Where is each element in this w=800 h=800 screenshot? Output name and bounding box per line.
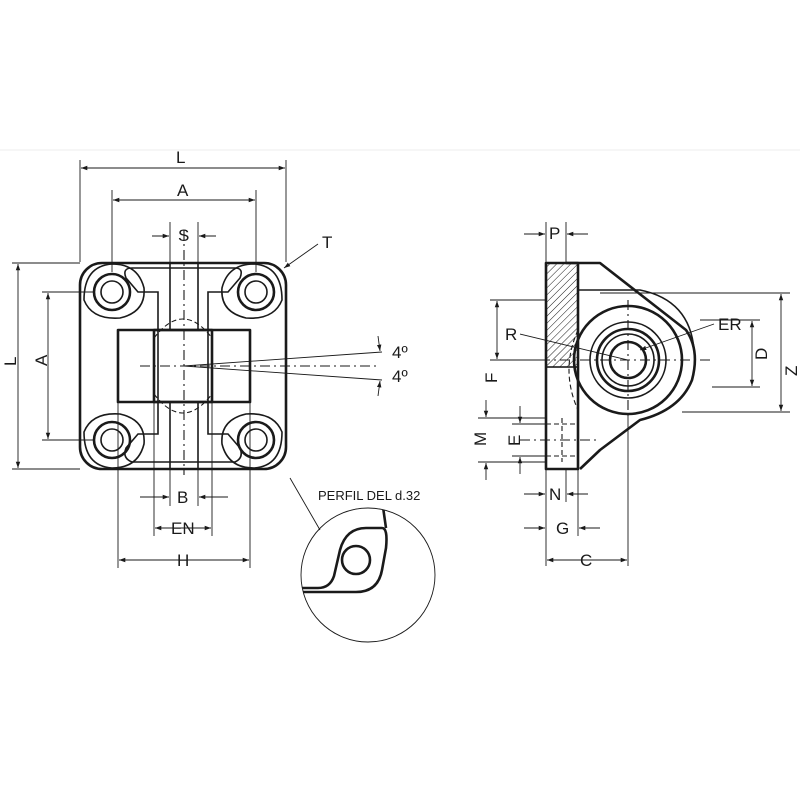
label-N: N: [549, 485, 561, 504]
boss-bottom-right: [221, 413, 283, 469]
leader-ER: [639, 323, 715, 351]
boss-top-left: [83, 263, 145, 319]
detail-leader: [289, 477, 321, 531]
hole-top-left-inner: [100, 280, 124, 304]
hole-top-left: [92, 272, 132, 312]
leader-R: [519, 333, 629, 361]
boss-bottom-left: [83, 413, 145, 469]
label-P: P: [549, 224, 560, 243]
hole-bottom-right: [236, 420, 276, 460]
label-T: T: [322, 233, 332, 252]
label-D: D: [752, 348, 771, 360]
detail-circle: [300, 507, 436, 643]
label-G: G: [556, 519, 569, 538]
label-A-side: A: [32, 354, 51, 366]
hole-bottom-left-inner: [100, 428, 124, 452]
hole-bottom-left: [92, 420, 132, 460]
front-dimensions: [12, 160, 382, 568]
label-B: B: [177, 488, 188, 507]
angle-line-lower: [183, 365, 383, 381]
label-F: F: [482, 373, 501, 383]
dim-T-leader: [283, 243, 319, 269]
label-S: S: [178, 226, 189, 245]
spherical-bearing-hidden: [153, 318, 213, 414]
side-view: [519, 261, 715, 471]
side-lug-body: [566, 261, 697, 470]
front-view: [78, 230, 383, 475]
label-R: R: [505, 325, 517, 344]
label-detail-title: PERFIL DEL d.32: [318, 488, 420, 503]
detail-view: [289, 477, 436, 643]
label-E: E: [505, 435, 524, 446]
side-lug-curve: [578, 289, 695, 351]
label-A-top: A: [177, 181, 189, 200]
angle-line-upper: [183, 351, 383, 367]
label-ER: ER: [718, 315, 742, 334]
label-H: H: [177, 551, 189, 570]
boss-top-right: [221, 263, 283, 319]
label-EN: EN: [171, 519, 195, 538]
label-angle-up: 4º: [392, 343, 408, 362]
label-L-top: L: [176, 148, 185, 167]
hole-top-right-inner: [244, 280, 268, 304]
label-L-side: L: [1, 357, 20, 366]
hidden-bolt-hole: [546, 418, 578, 462]
detail-profile: [301, 526, 388, 594]
side-dimensions: [478, 222, 790, 566]
hidden-radius-arc: [568, 329, 579, 411]
label-Z: Z: [782, 366, 800, 376]
label-M: M: [471, 432, 490, 446]
front-flange-profile: [124, 267, 242, 463]
label-angle-down: 4º: [392, 367, 408, 386]
hole-top-right: [236, 272, 276, 312]
hole-bottom-right-inner: [244, 428, 268, 452]
side-plate-section: [545, 262, 579, 368]
detail-hole: [340, 544, 372, 576]
label-C: C: [580, 551, 592, 570]
